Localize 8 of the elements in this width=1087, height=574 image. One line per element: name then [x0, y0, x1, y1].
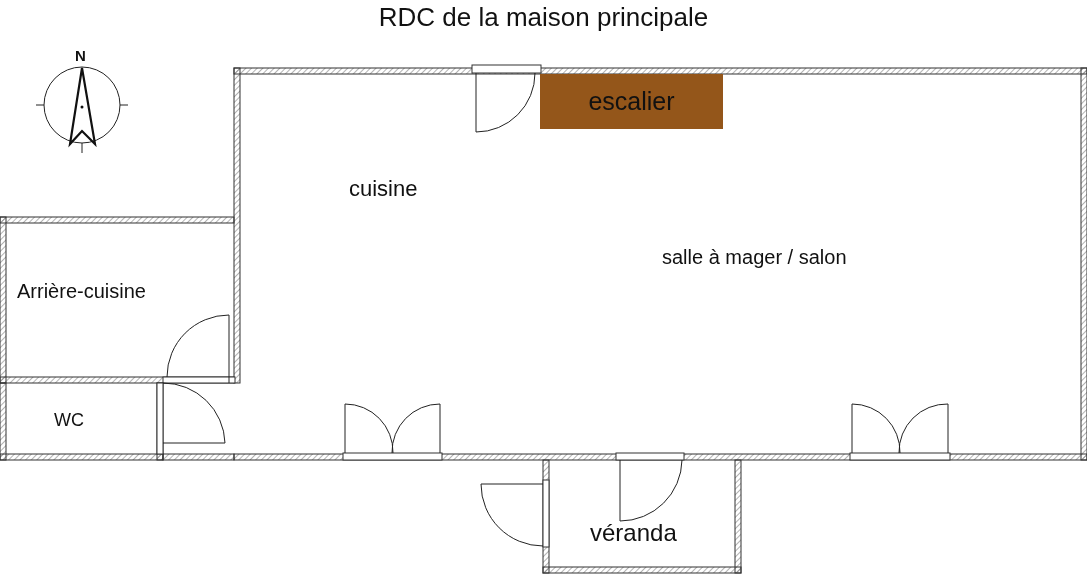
room-label: Arrière-cuisine: [17, 280, 146, 303]
north-label: N: [75, 47, 86, 64]
room-label: salle à mager / salon: [662, 246, 847, 269]
room-label: véranda: [590, 519, 677, 547]
room-label: WC: [54, 410, 84, 431]
staircase: escalier: [540, 74, 723, 129]
plan-title: RDC de la maison principale: [377, 2, 710, 33]
room-label: cuisine: [349, 176, 418, 202]
